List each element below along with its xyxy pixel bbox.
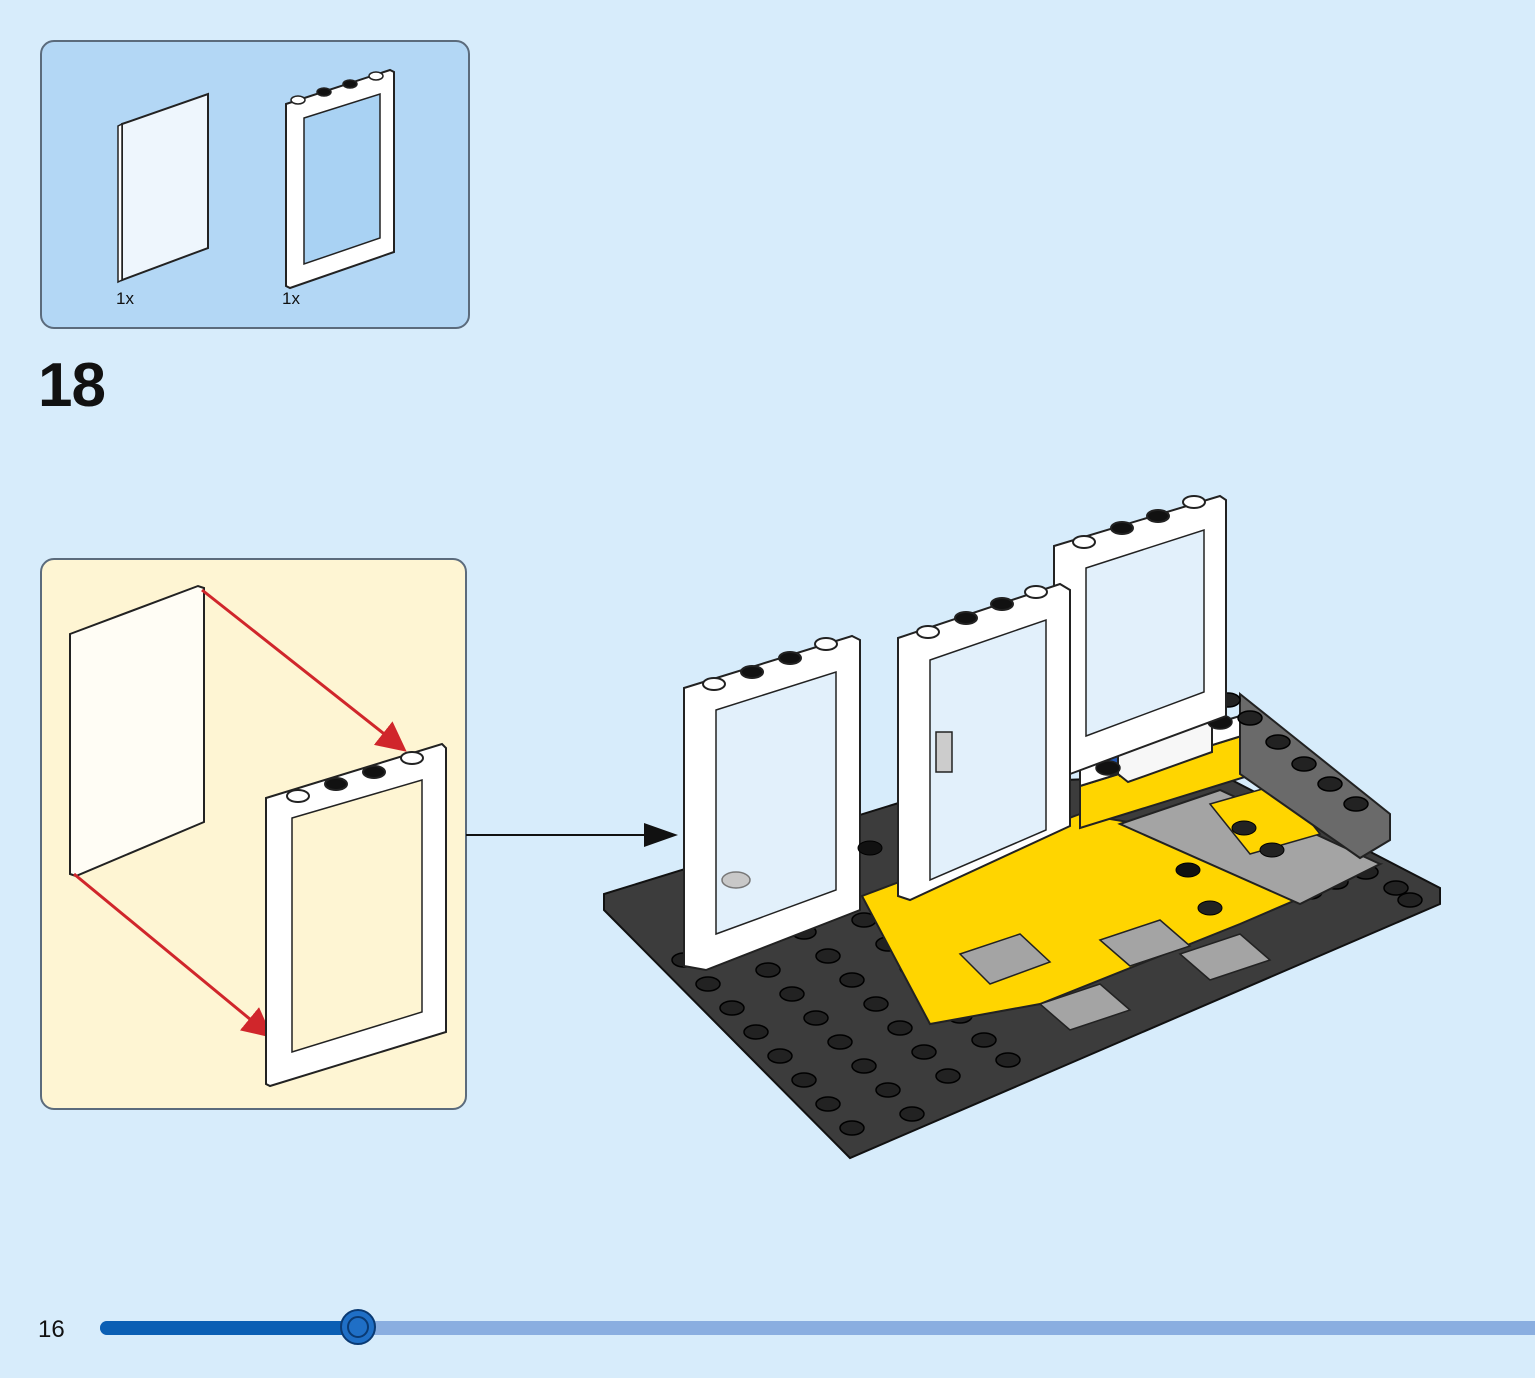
window-frame-part-icon [285, 68, 395, 290]
placement-arrow [466, 823, 678, 847]
window-frame-front [683, 634, 861, 972]
glass-pane-part-icon [117, 92, 209, 284]
parts-list-panel: 1x 1x [40, 40, 470, 329]
window-frame [265, 742, 447, 1088]
callout-subassembly-panel [40, 558, 467, 1110]
progress-marker [340, 1309, 376, 1345]
progress-bar [100, 1309, 1535, 1345]
callout-illustration [69, 584, 447, 1088]
glass-pane [69, 584, 205, 878]
glass-pane-quantity: 1x [116, 289, 134, 308]
page-number: 16 [38, 1316, 65, 1343]
window-frame-back [1053, 494, 1227, 776]
model-illustration [603, 494, 1441, 1160]
window-frame-middle [897, 582, 1071, 902]
step-number: 18 [38, 351, 106, 420]
window-frame-quantity: 1x [282, 289, 300, 308]
progress-bar-fill [100, 1321, 358, 1335]
